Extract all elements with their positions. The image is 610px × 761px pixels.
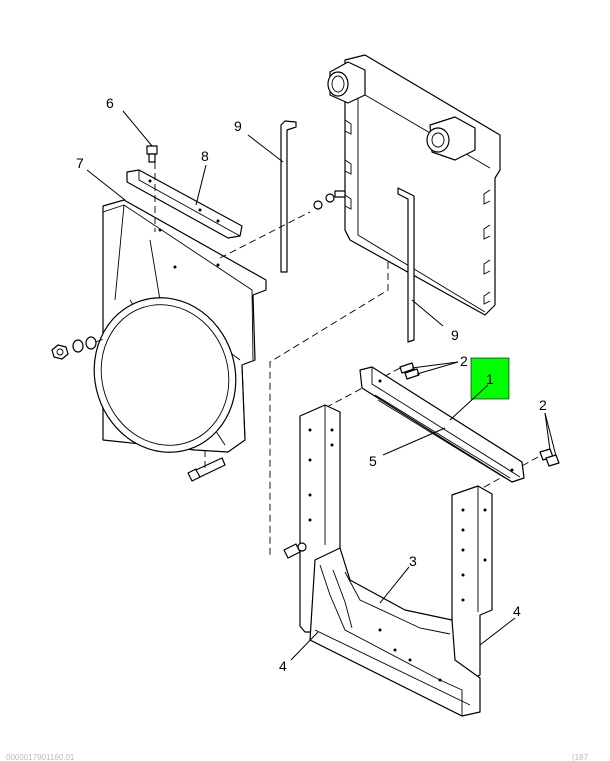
base-channel[interactable] bbox=[309, 547, 481, 717]
callout-5[interactable]: 5 bbox=[369, 453, 377, 469]
frame-pin[interactable] bbox=[283, 542, 307, 559]
callout-2-top[interactable]: 2 bbox=[460, 353, 468, 369]
upper-inlet bbox=[327, 61, 366, 104]
callout-9-top[interactable]: 9 bbox=[234, 118, 242, 134]
callout-2-right[interactable]: 2 bbox=[539, 397, 547, 413]
callout-7[interactable]: 7 bbox=[76, 155, 84, 171]
callouts: 1 2 2 3 4 4 5 6 7 8 9 9 bbox=[76, 95, 547, 674]
top-crossmember[interactable] bbox=[359, 366, 525, 483]
callout-3[interactable]: 3 bbox=[409, 553, 417, 569]
frame-bolts-top[interactable] bbox=[399, 362, 420, 380]
callout-1[interactable]: 1 bbox=[486, 371, 494, 387]
radiator[interactable] bbox=[327, 54, 501, 316]
leader-lines bbox=[86, 110, 557, 661]
support-rod-right[interactable] bbox=[397, 187, 415, 343]
radiator-fasteners[interactable] bbox=[313, 190, 346, 210]
footer-code-right: (187 bbox=[572, 753, 589, 761]
lower-outlet bbox=[426, 116, 476, 161]
callout-6[interactable]: 6 bbox=[106, 95, 114, 111]
nut-washer-set[interactable] bbox=[51, 336, 97, 360]
callout-9-right[interactable]: 9 bbox=[451, 327, 459, 343]
bracket-8[interactable] bbox=[126, 169, 243, 239]
frame-bolts-right[interactable] bbox=[539, 448, 560, 467]
support-rod-left[interactable] bbox=[280, 120, 297, 273]
callout-4-right[interactable]: 4 bbox=[513, 603, 521, 619]
right-side-member[interactable] bbox=[451, 485, 493, 681]
highlight-box[interactable] bbox=[470, 357, 510, 400]
callout-4-left[interactable]: 4 bbox=[279, 658, 287, 674]
bolt-lower-left[interactable] bbox=[187, 457, 226, 482]
footer-code-left: 0000017901160.01 bbox=[6, 753, 75, 761]
bolt-6[interactable] bbox=[146, 145, 158, 163]
callout-8[interactable]: 8 bbox=[201, 148, 209, 164]
fan-shroud[interactable] bbox=[74, 199, 267, 471]
